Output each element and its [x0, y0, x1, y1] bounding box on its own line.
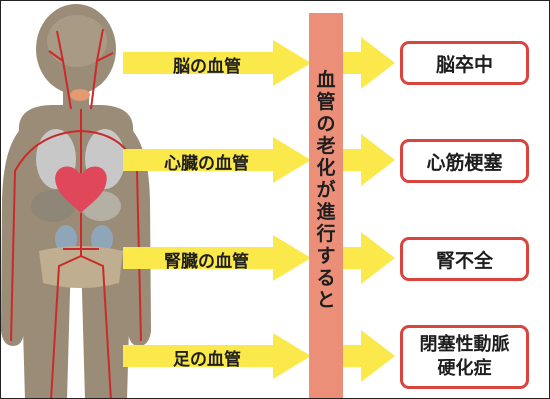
arrow-leg — [123, 333, 311, 379]
vessel-label-brain: 脳の血管 — [173, 57, 241, 77]
aging-band-text: 血管の老化が進行すると — [316, 69, 336, 311]
arrow-brain — [123, 40, 311, 86]
liver-shape — [31, 190, 75, 222]
disease-label-stroke: 脳卒中 — [435, 53, 493, 76]
disease-box-renal-failure: 腎不全 — [400, 237, 529, 281]
intestine-shape — [39, 246, 123, 288]
aging-band — [309, 13, 343, 398]
arrow-head-leg — [343, 330, 395, 382]
arrow-kidney — [123, 235, 311, 281]
disease-box-stroke: 脳卒中 — [400, 41, 529, 85]
arrow-head-heart — [343, 134, 395, 186]
arrow-head-brain — [343, 37, 395, 89]
disease-box-myocardial-infarction: 心筋梗塞 — [400, 139, 529, 183]
left-kidney-shape — [55, 225, 77, 253]
heart-shape — [55, 166, 107, 213]
disease-box-arteriosclerosis: 閉塞性動脈硬化症 — [400, 325, 529, 389]
disease-label-renal-failure: 腎不全 — [435, 249, 493, 272]
blood-vessels — [10, 28, 142, 398]
right-kidney-shape — [91, 225, 113, 253]
human-body-figure — [1, 4, 151, 398]
vessel-label-heart: 心臓の血管 — [164, 154, 249, 174]
arrow-head-kidney — [343, 232, 395, 284]
arrow-heart — [123, 137, 311, 183]
vessel-label-kidney: 腎臓の血管 — [164, 252, 249, 272]
vessel-label-leg: 足の血管 — [173, 350, 241, 370]
thyroid-shape — [70, 89, 90, 101]
disease-label-myocardial-infarction: 心筋梗塞 — [426, 151, 503, 174]
disease-label-arteriosclerosis: 閉塞性動脈硬化症 — [419, 334, 510, 379]
